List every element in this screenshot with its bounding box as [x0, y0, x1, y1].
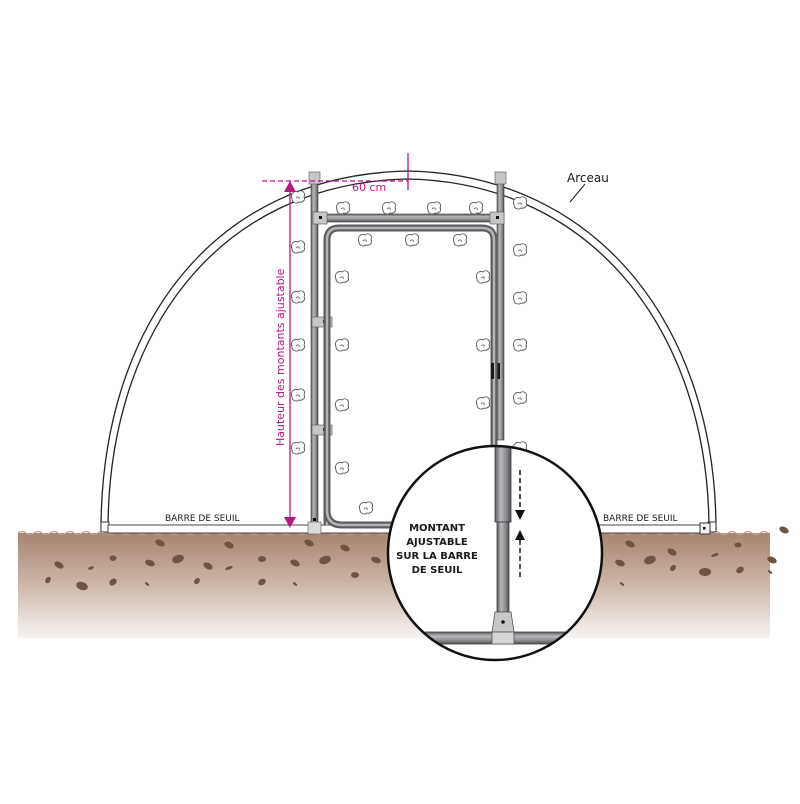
arch-label: Arceau	[567, 171, 609, 185]
threshold-label-left: BARRE DE SEUIL	[165, 514, 240, 524]
arch-leader-line	[569, 183, 586, 203]
width-label: 60 cm	[352, 181, 386, 194]
detail-text-line2: AJUSTABLE	[406, 537, 468, 548]
dimension-width	[262, 153, 409, 190]
adjust-arrows	[515, 470, 525, 580]
door-frame	[307, 171, 507, 535]
door-leaf	[323, 224, 498, 529]
height-label: Hauteur des montants ajustable	[274, 268, 287, 446]
detail-text-line1: MONTANT	[409, 523, 465, 534]
detail-magnifier: MONTANT AJUSTABLE SUR LA BARRE DE SEUIL	[386, 444, 604, 662]
detail-text-line4: DE SEUIL	[412, 565, 463, 576]
rocks	[45, 526, 789, 591]
detail-text-line3: SUR LA BARRE	[396, 551, 478, 562]
dimension-height	[284, 181, 296, 528]
threshold-bar-right	[597, 522, 711, 535]
threshold-label-right: BARRE DE SEUIL	[603, 514, 678, 524]
